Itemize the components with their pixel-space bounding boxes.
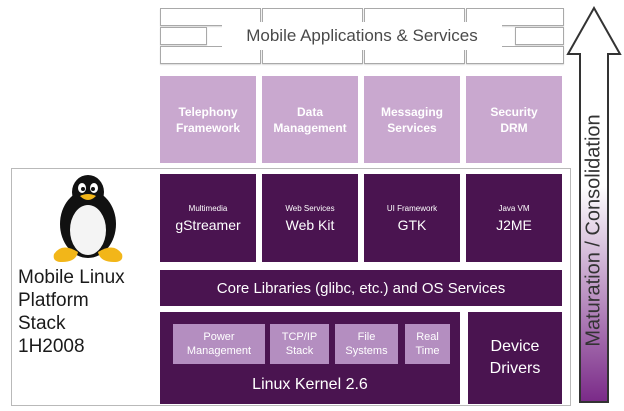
framework-line2: Framework	[175, 120, 241, 135]
platform-line3: Stack	[18, 313, 66, 334]
kernel-component-line1: Power	[203, 331, 235, 343]
platform-line4: 1H2008	[18, 336, 85, 357]
device-drivers-line1: Device	[490, 338, 540, 355]
kernel-component-line2: Stack	[285, 345, 314, 357]
kernel-component-line2: Management	[186, 345, 252, 357]
platform-line2: Platform	[18, 290, 89, 311]
kernel-component-line2: Systems	[345, 345, 388, 357]
platform-line1: Mobile Linux	[18, 267, 125, 288]
middleware-name: J2ME	[496, 217, 532, 233]
apps-band-label: Mobile Applications & Services	[222, 22, 502, 50]
framework-line1: Telephony	[178, 104, 238, 119]
middleware-name: gStreamer	[175, 217, 241, 233]
framework-line1: Security	[490, 104, 538, 119]
kernel-label: Linux Kernel 2.6	[252, 376, 368, 393]
middleware-gstreamer: Multimedia gStreamer	[160, 174, 256, 262]
kernel-real-time: Real Time	[405, 324, 450, 364]
device-drivers-box: Device Drivers	[468, 312, 562, 404]
middleware-category: UI Framework	[386, 204, 438, 213]
framework-line2: Management	[273, 120, 347, 135]
kernel-file-systems: File Systems	[335, 324, 398, 364]
framework-line2: DRM	[500, 120, 528, 135]
framework-line1: Messaging	[380, 104, 443, 119]
tux-penguin-icon	[40, 172, 136, 264]
maturation-arrow-label: Maturation / Consolidation	[582, 113, 605, 347]
core-libraries-label: Core Libraries (glibc, etc.) and OS Serv…	[216, 279, 506, 297]
middleware-gtk: UI Framework GTK	[364, 174, 460, 262]
middleware-j2me: Java VM J2ME	[466, 174, 562, 262]
kernel-power-management: Power Management	[173, 324, 265, 364]
middleware-name: Web Kit	[285, 217, 335, 233]
middleware-category: Web Services	[285, 204, 335, 213]
framework-line1: Data	[296, 104, 323, 119]
framework-line2: Services	[387, 120, 437, 135]
middleware-category: Multimedia	[188, 204, 228, 213]
platform-label: Mobile Linux Platform Stack 1H2008	[18, 266, 158, 366]
platform-frame	[11, 168, 571, 406]
framework-telephony: Telephony Framework	[160, 76, 256, 163]
middleware-name: GTK	[397, 217, 427, 233]
kernel-component-line1: TCP/IP	[281, 331, 318, 343]
device-drivers-line2: Drivers	[489, 360, 541, 377]
core-libraries-bar: Core Libraries (glibc, etc.) and OS Serv…	[160, 270, 562, 306]
kernel-component-line1: Real	[416, 331, 439, 343]
framework-security: Security DRM	[466, 76, 562, 163]
middleware-webkit: Web Services Web Kit	[262, 174, 358, 262]
kernel-tcpip-stack: TCP/IP Stack	[270, 324, 329, 364]
framework-messaging: Messaging Services	[364, 76, 460, 163]
kernel-component-line1: File	[357, 331, 376, 343]
maturation-arrow-label-wrap: Maturation / Consolidation	[570, 80, 618, 380]
framework-data-management: Data Management	[262, 76, 358, 163]
maturation-arrow	[566, 5, 622, 406]
kernel-component-line2: Time	[415, 345, 440, 357]
middleware-category: Java VM	[498, 204, 530, 213]
